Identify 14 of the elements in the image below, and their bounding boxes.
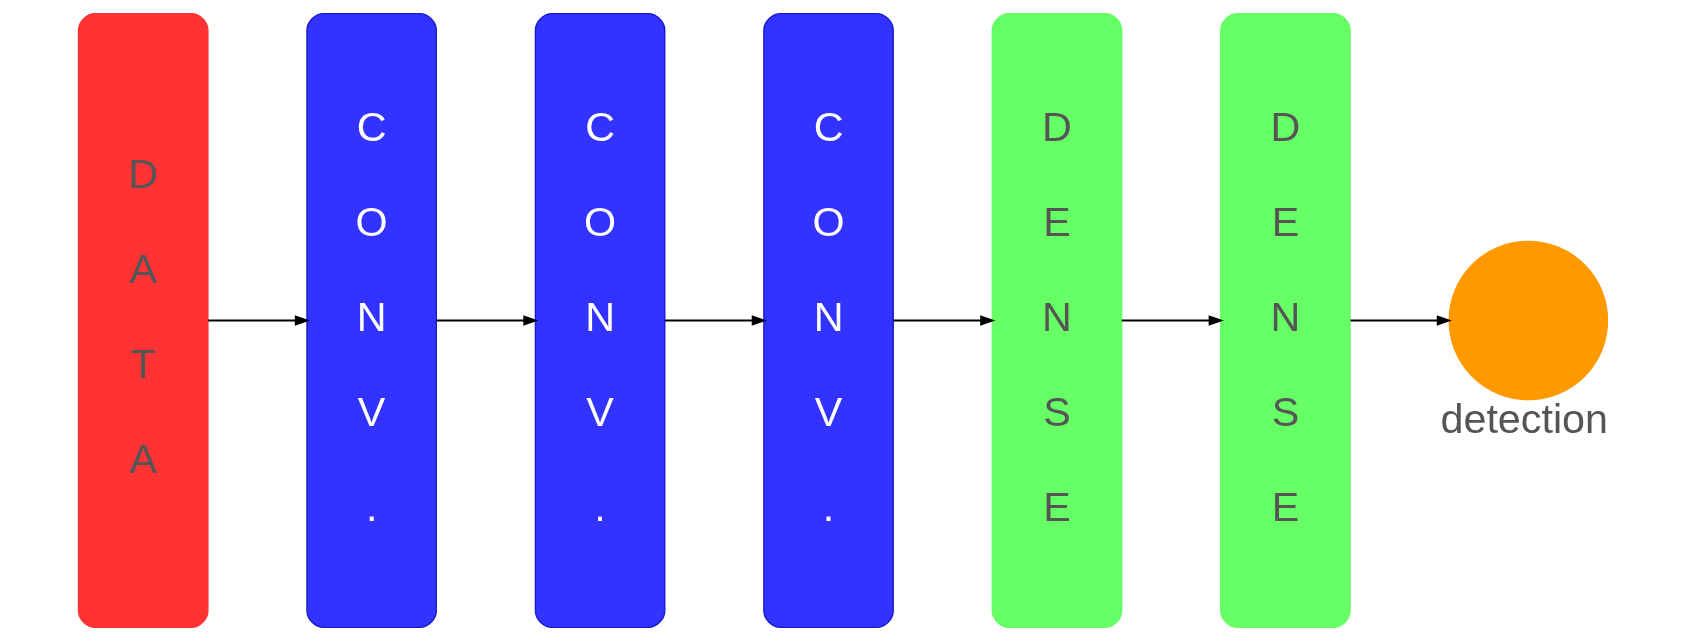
node-box: DATA [77,12,209,629]
arrow [664,315,767,326]
node-circle [1448,240,1609,401]
arrow [893,315,996,326]
node-box: CONV. [306,12,437,629]
arrow [1350,315,1452,326]
node-box: CONV. [534,12,666,629]
arrow [1121,315,1224,326]
arrow [208,315,310,326]
node-label: detection [1440,395,1608,442]
node-box: DENSE [1220,12,1351,629]
node-box: CONV. [763,12,894,629]
node-box: DENSE [991,12,1123,629]
arrow [436,315,539,326]
